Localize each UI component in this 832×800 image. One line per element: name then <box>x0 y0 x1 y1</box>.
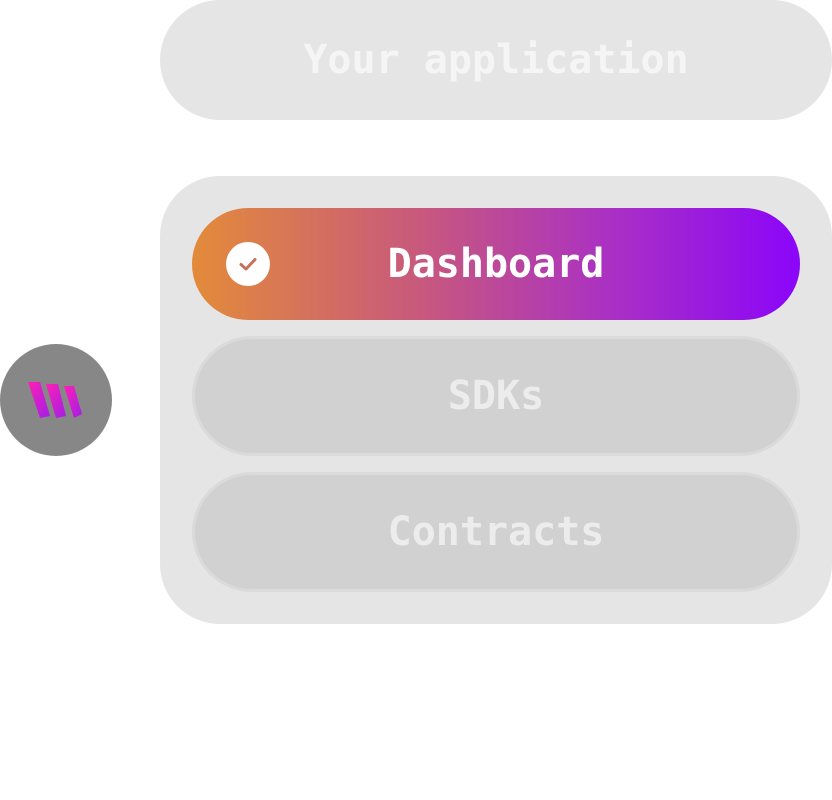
option-sdks-label: SDKs <box>447 373 545 419</box>
brand-logo-icon <box>28 382 82 418</box>
option-dashboard[interactable]: Dashboard <box>192 208 800 320</box>
application-label: Your application <box>303 37 689 83</box>
option-contracts[interactable]: Contracts <box>192 472 800 592</box>
option-contracts-label: Contracts <box>387 509 605 555</box>
menu-panel: Dashboard SDKs Contracts <box>160 176 832 624</box>
option-sdks[interactable]: SDKs <box>192 336 800 456</box>
option-dashboard-label: Dashboard <box>387 241 605 287</box>
check-icon <box>226 242 270 286</box>
application-pill: Your application <box>160 0 832 120</box>
brand-logo <box>0 344 112 456</box>
